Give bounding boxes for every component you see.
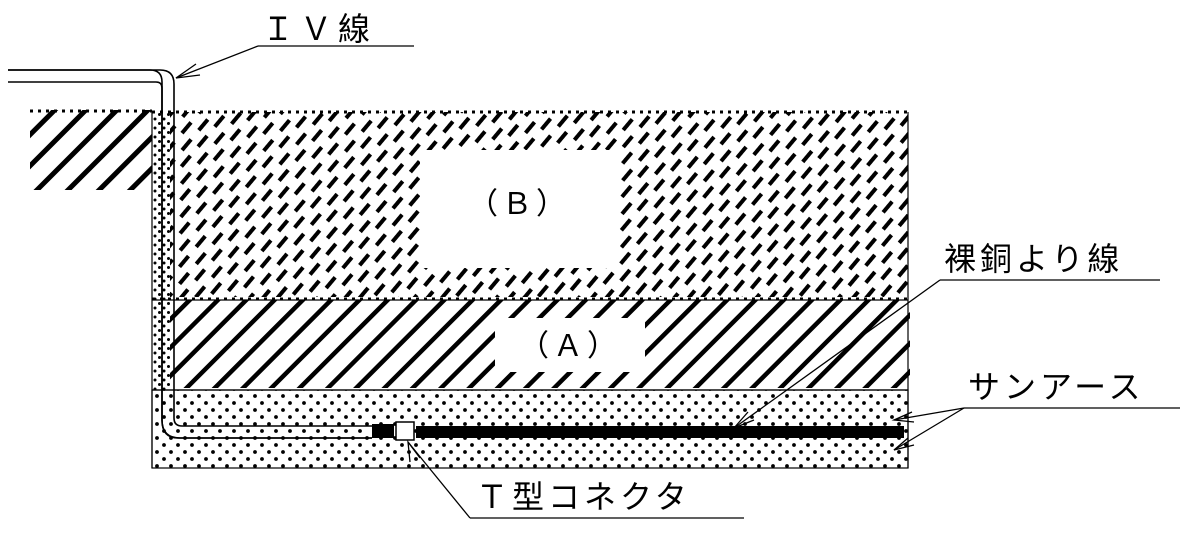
zone-b-backfill: [152, 110, 908, 297]
wall-fill: [152, 112, 170, 390]
sun-earth-label: サンアース: [968, 368, 1144, 406]
sun-earth-leader: [891, 407, 1180, 451]
iv-wire-label: ＩＶ線: [262, 10, 376, 48]
bare-copper-leader: [733, 279, 1160, 429]
bare-copper-label: 裸銅より線: [944, 240, 1123, 278]
t-connector: [372, 421, 415, 441]
zone-a-label: （Ａ）: [519, 329, 621, 364]
zone-a-label-window: [495, 318, 645, 372]
section-frame-lines: [151, 112, 909, 468]
t-connector-label: Ｔ型コネクタ: [476, 478, 691, 516]
natural-ground-left: [30, 109, 152, 190]
zone-a-backfill: [152, 297, 910, 388]
zone-b-label: （Ｂ）: [468, 187, 570, 222]
bare-copper-wire: [416, 426, 904, 438]
zone-b-label-window: [420, 150, 618, 268]
t-connector-leader: [407, 439, 744, 519]
iv-wire-leader: [175, 45, 414, 79]
iv-wire-outline: [8, 69, 372, 439]
